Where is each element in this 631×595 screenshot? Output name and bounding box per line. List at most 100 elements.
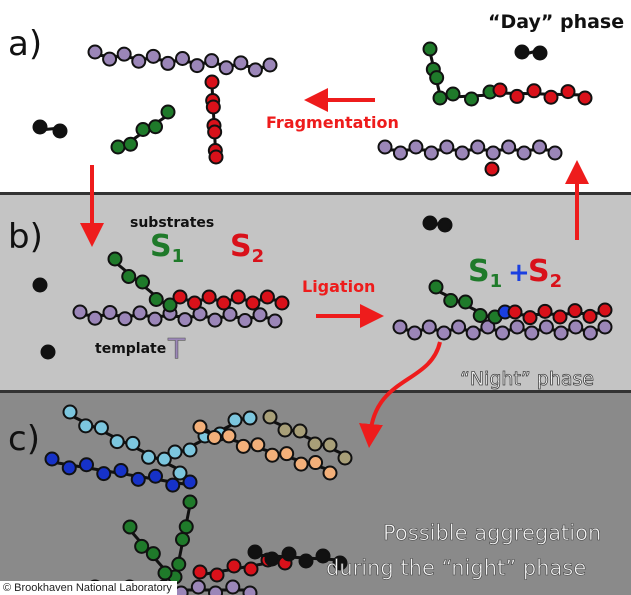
monomer — [516, 145, 532, 161]
panel-b-label: b) — [8, 217, 43, 257]
monomer — [93, 420, 109, 436]
monomer — [79, 457, 94, 473]
monomer — [130, 471, 146, 487]
monomer — [507, 304, 523, 320]
monomer — [422, 41, 438, 57]
monomer — [277, 422, 293, 438]
monomer — [259, 289, 275, 305]
monomer — [148, 119, 163, 135]
monomer — [242, 585, 258, 595]
monomer — [122, 519, 138, 535]
monomer — [264, 447, 280, 463]
monomer — [205, 99, 221, 115]
monomer — [172, 465, 188, 481]
monomer — [421, 319, 437, 335]
monomer — [252, 307, 268, 323]
monomer — [322, 437, 338, 453]
monomer — [160, 55, 176, 71]
monomer — [514, 44, 530, 60]
monomer — [543, 89, 559, 105]
monomer — [32, 119, 48, 135]
dark-blue-strand — [44, 451, 198, 493]
monomer — [484, 161, 500, 177]
monomer — [560, 84, 576, 100]
monomer — [135, 122, 151, 137]
monomer — [243, 561, 259, 577]
monomer — [206, 429, 222, 445]
monomer — [315, 548, 331, 564]
monomer — [40, 344, 56, 360]
monomer — [222, 306, 238, 322]
orange-strand — [192, 419, 338, 481]
monomer — [237, 313, 253, 329]
monomer — [577, 90, 593, 106]
monomer — [175, 532, 190, 547]
monomer — [107, 251, 123, 267]
monomer — [226, 558, 242, 574]
substrates-label: substrates — [130, 215, 214, 231]
monomer — [204, 74, 220, 90]
monomer — [147, 311, 163, 327]
panel-a-label: a) — [8, 24, 42, 64]
monomer — [148, 468, 163, 484]
monomer — [116, 46, 132, 62]
monomer — [171, 556, 187, 572]
monomer — [526, 83, 542, 99]
monomer — [279, 446, 295, 462]
monomer — [160, 104, 176, 120]
monomer — [201, 289, 217, 305]
monomer — [218, 60, 234, 76]
night-phase-label: “Night” phase — [460, 368, 594, 390]
monomer — [298, 553, 314, 569]
monomer — [552, 309, 568, 325]
monomer — [207, 312, 223, 328]
monomer — [121, 269, 137, 284]
monomer — [148, 292, 164, 307]
monomer — [247, 544, 263, 560]
monomer — [332, 555, 348, 571]
monomer — [582, 308, 598, 324]
monomer — [495, 325, 510, 341]
monomer — [207, 124, 223, 140]
monomer — [465, 325, 481, 341]
monomer — [264, 551, 280, 567]
free-monomer — [484, 161, 500, 177]
monomer — [267, 313, 283, 329]
monomer — [458, 294, 473, 310]
monomer — [123, 136, 138, 152]
monomer — [113, 463, 129, 478]
caption-line-1: Possible aggregation — [383, 521, 601, 545]
monomer — [485, 145, 501, 161]
monomer — [262, 57, 278, 73]
monomer — [247, 62, 263, 78]
monomer — [407, 325, 423, 341]
template-label: template — [95, 341, 166, 357]
monomer — [423, 145, 439, 161]
monomer — [281, 546, 297, 562]
monomer — [182, 442, 198, 458]
monomer — [52, 123, 68, 139]
caption-line-2: during the “night” phase — [326, 556, 586, 580]
monomer — [125, 435, 141, 451]
monomer — [204, 53, 220, 69]
monomer — [208, 585, 224, 595]
monomer — [597, 319, 613, 335]
plus-sign: + — [508, 258, 530, 288]
monomer — [532, 45, 548, 61]
divider — [0, 192, 631, 195]
monomer — [225, 579, 241, 595]
black-strand — [247, 544, 348, 571]
monomer — [445, 86, 461, 102]
monomer — [132, 305, 148, 321]
khaki-strand — [262, 409, 353, 466]
monomer — [443, 293, 459, 308]
template-symbol: T — [167, 332, 186, 365]
monomer — [451, 319, 467, 335]
monomer — [227, 412, 243, 428]
monomer — [230, 289, 246, 305]
s2-label: S2 — [230, 229, 264, 267]
monomer — [189, 58, 205, 74]
red-strand — [192, 552, 293, 583]
monomer — [145, 48, 161, 64]
monomer — [131, 53, 147, 69]
